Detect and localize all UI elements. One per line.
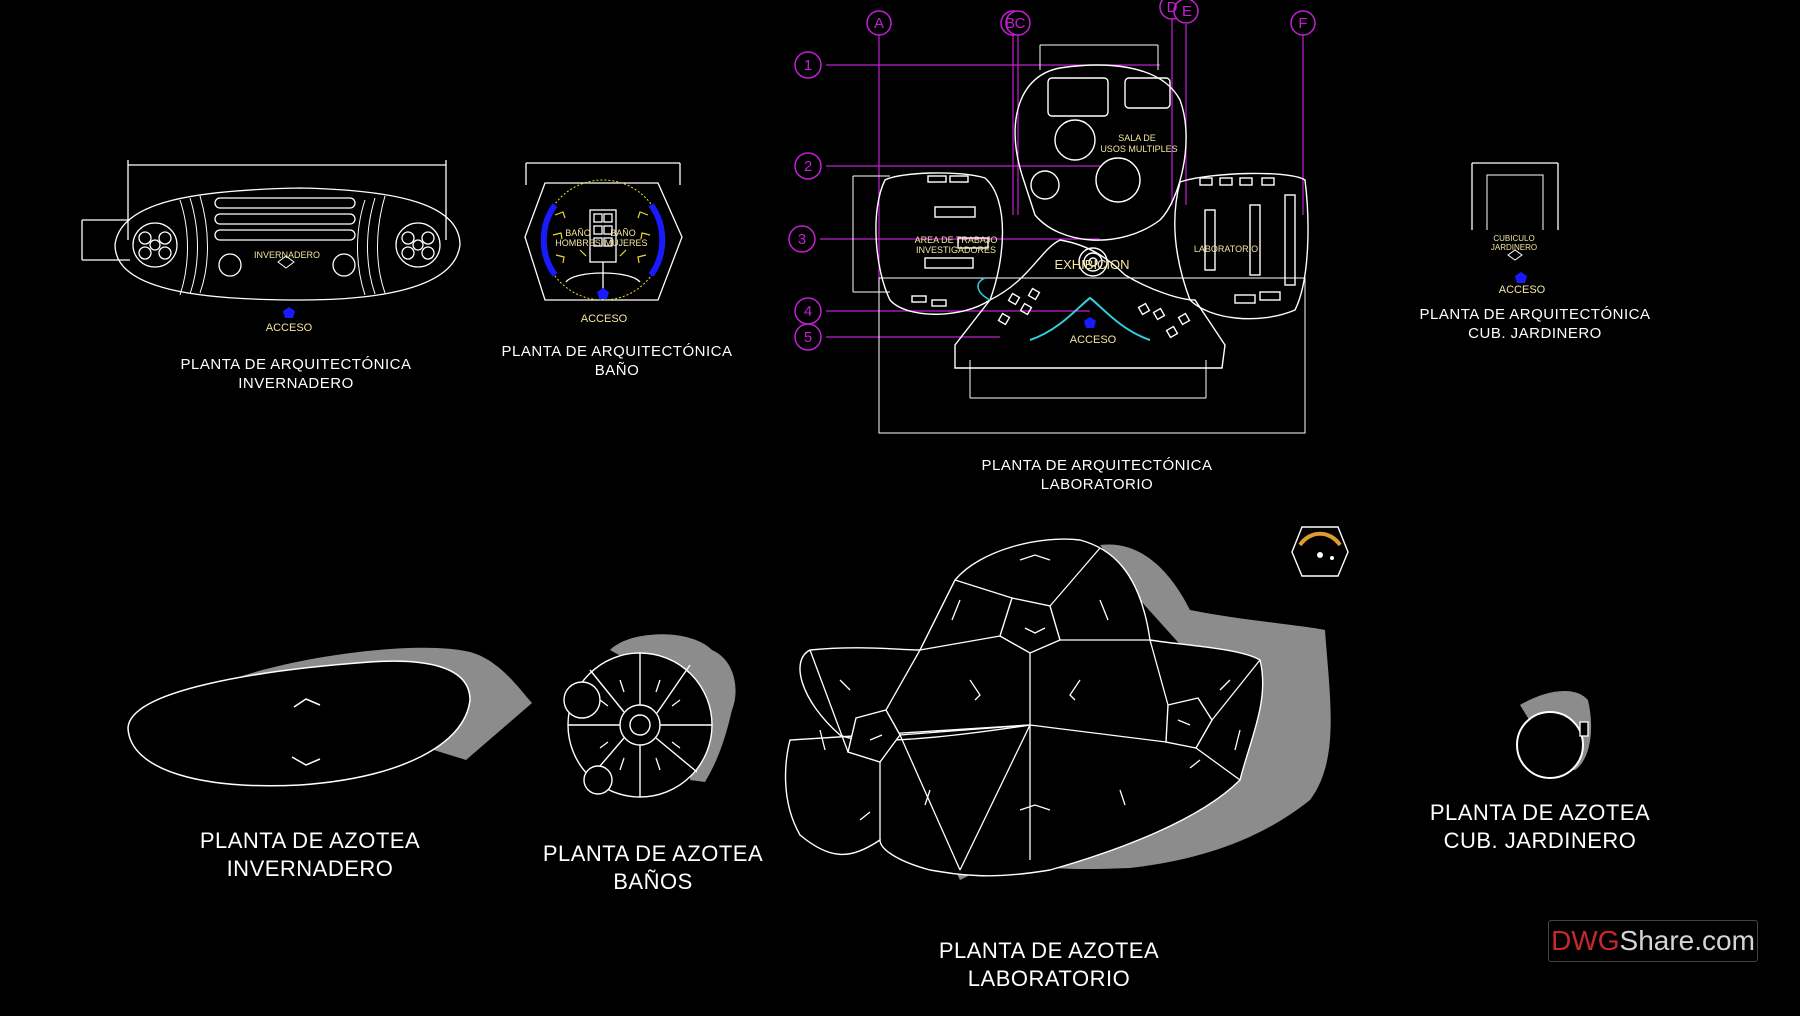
caption-plan-cub-jardinero: PLANTA DE ARQUITECTÓNICA CUB. JARDINERO xyxy=(1415,305,1655,343)
label-laboratorio: LABORATORIO xyxy=(1194,244,1258,254)
laboratorio-room xyxy=(1174,172,1309,320)
sala-usos-multiples-room xyxy=(1014,64,1187,241)
label-bano-mujeres: BAÑO xyxy=(610,228,636,238)
axis-col-b: B xyxy=(1005,15,1015,32)
plan-invernadero xyxy=(81,160,461,301)
access-marker-icon xyxy=(283,307,295,318)
caption-line: CUB. JARDINERO xyxy=(1443,828,1637,853)
label-acceso: ACCESO xyxy=(1070,334,1117,346)
planter-circle xyxy=(132,222,178,268)
watermark-part-1: DWG xyxy=(1551,925,1620,956)
label-cubiculo: CUBICULO xyxy=(1493,234,1534,243)
axis-col-d: D xyxy=(1167,0,1178,16)
plan-cub-jardinero xyxy=(1471,162,1559,261)
label-invernadero: INVERNADERO xyxy=(254,250,320,260)
axis-row-3: 3 xyxy=(798,231,806,248)
label-sala-2: USOS MULTIPLES xyxy=(1100,144,1177,154)
label-sala: SALA DE xyxy=(1118,133,1156,143)
label-area-trabajo-2: INVESTIGADORES xyxy=(916,245,996,255)
caption-line: PLANTA DE AZOTEA xyxy=(199,828,421,853)
label-bano-hombres-2: HOMBRES xyxy=(555,238,601,248)
access-marker-icon xyxy=(1084,317,1096,328)
label-exhibicion: EXHIBICION xyxy=(1054,257,1129,272)
grid-bubbles xyxy=(788,0,1316,351)
caption-roof-invernadero: PLANTA DE AZOTEA INVERNADERO xyxy=(170,827,450,883)
caption-plan-invernadero: PLANTA DE ARQUITECTÓNICA INVERNADERO xyxy=(176,355,416,393)
access-marker-icon xyxy=(597,288,609,299)
caption-line: PLANTA DE ARQUITECTÓNICA xyxy=(981,457,1213,474)
axis-row-5: 5 xyxy=(804,329,812,346)
axis-row-1: 1 xyxy=(804,57,812,74)
caption-plan-bano: PLANTA DE ARQUITECTÓNICA BAÑO xyxy=(497,342,737,380)
caption-line: BAÑOS xyxy=(613,869,693,894)
watermark-part-2: Share.com xyxy=(1619,925,1755,956)
label-acceso: ACCESO xyxy=(581,313,628,325)
caption-line: BAÑO xyxy=(594,362,640,379)
dimension-frame xyxy=(878,277,1306,434)
label-acceso: ACCESO xyxy=(1499,284,1546,296)
caption-roof-banos: PLANTA DE AZOTEA BAÑOS xyxy=(513,840,793,896)
lab-room-labels: SALA DE USOS MULTIPLES AREA DE TRABAJO I… xyxy=(915,133,1259,255)
axis-col-f: F xyxy=(1298,15,1307,32)
plan-laboratorio xyxy=(852,44,1309,434)
label-area-trabajo: AREA DE TRABAJO xyxy=(915,235,998,245)
caption-line: INVERNADERO xyxy=(226,856,394,881)
caption-line: PLANTA DE ARQUITECTÓNICA xyxy=(1419,306,1651,323)
caption-roof-laboratorio: PLANTA DE AZOTEA LABORATORIO xyxy=(909,937,1189,993)
label-bano-mujeres-2: MUJERES xyxy=(604,238,647,248)
invernadero-outline xyxy=(114,187,461,301)
caption-plan-laboratorio: PLANTA DE ARQUITECTÓNICA LABORATORIO xyxy=(977,456,1217,494)
grid-axis-labels: A B C D E F 1 2 3 4 5 xyxy=(798,0,1308,346)
caption-line: PLANTA DE ARQUITECTÓNICA xyxy=(180,356,412,373)
label-cubiculo-2: JARDINERO xyxy=(1491,243,1537,252)
caption-roof-cub-jardinero: PLANTA DE AZOTEA CUB. JARDINERO xyxy=(1400,799,1680,855)
caption-line: LABORATORIO xyxy=(1040,476,1154,493)
axis-col-c: C xyxy=(1015,15,1026,32)
invernadero-roof-outline xyxy=(127,660,471,787)
caption-line: PLANTA DE AZOTEA xyxy=(542,841,764,866)
caption-line: CUB. JARDINERO xyxy=(1468,325,1602,342)
roof-invernadero xyxy=(127,647,532,787)
caption-line: LABORATORIO xyxy=(967,966,1131,991)
exhibicion-room xyxy=(954,239,1226,369)
caption-line: PLANTA DE AZOTEA xyxy=(938,938,1160,963)
dwgshare-watermark[interactable]: DWGShare.com xyxy=(1548,920,1758,962)
jardinero-roof-outline xyxy=(1516,711,1584,779)
axis-row-2: 2 xyxy=(804,158,812,175)
roof-cub-jardinero xyxy=(1516,690,1592,779)
access-marker-icon xyxy=(1515,272,1527,283)
caption-line: INVERNADERO xyxy=(238,375,354,392)
label-acceso: ACCESO xyxy=(266,322,313,334)
caption-line: PLANTA DE ARQUITECTÓNICA xyxy=(501,343,733,360)
planter-circle xyxy=(395,222,441,268)
axis-col-e: E xyxy=(1182,3,1192,20)
axis-col-a: A xyxy=(874,15,884,32)
roof-laboratorio xyxy=(784,538,1331,880)
axis-row-4: 4 xyxy=(804,303,812,320)
bano-outline xyxy=(524,182,683,301)
label-bano-hombres: BAÑO xyxy=(565,228,591,238)
caption-line: PLANTA DE AZOTEA xyxy=(1429,800,1651,825)
plan-bano xyxy=(524,162,683,301)
roof-banos xyxy=(563,634,736,798)
bano-fixtures xyxy=(552,211,651,264)
key-plan-hexagon xyxy=(1291,526,1349,577)
